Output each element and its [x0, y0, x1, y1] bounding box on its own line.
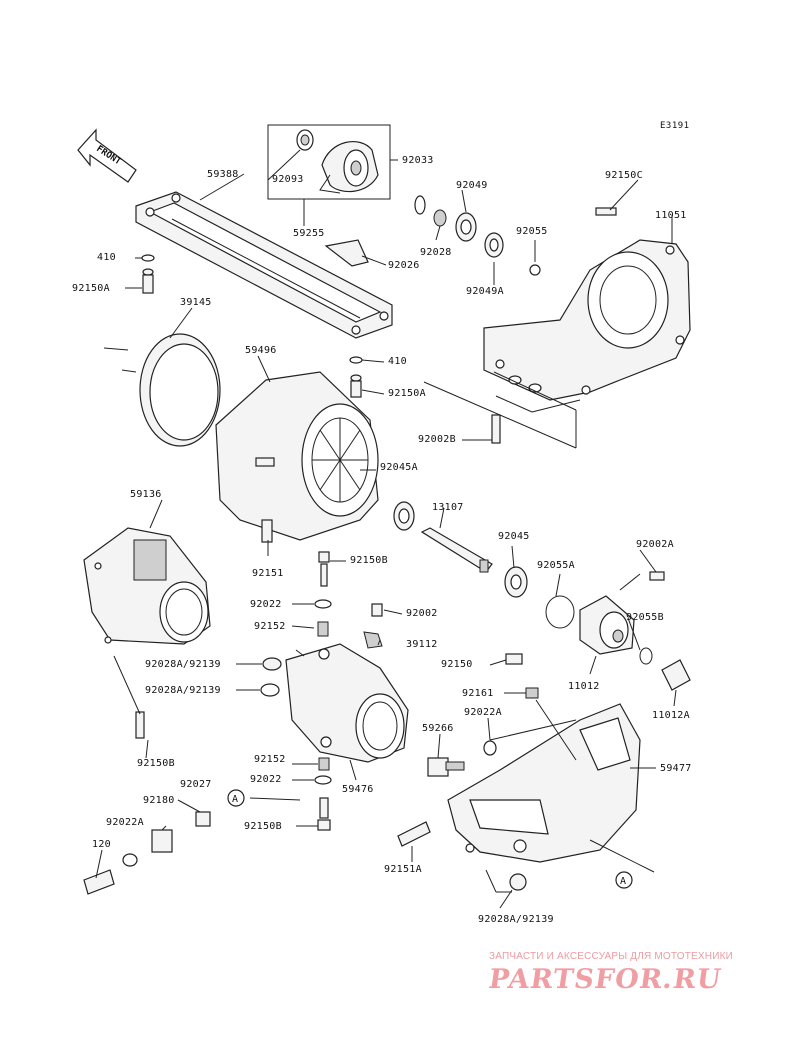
part-label-59477: 59477	[660, 763, 692, 774]
pump-housing-11051	[483, 207, 691, 401]
part-label-92151A: 92151A	[384, 864, 422, 875]
reverse-bucket-59477	[447, 703, 641, 863]
nozzle-59136	[83, 527, 211, 645]
svg-text:A: A	[620, 876, 626, 887]
part-label-11012A: 11012A	[652, 710, 690, 721]
leader-lines	[95, 149, 677, 909]
part-label-92151: 92151	[252, 568, 284, 579]
bolt-92002-group	[363, 603, 383, 649]
part-label-92022: 92022	[250, 599, 282, 610]
part-label-410-mid: 410	[388, 356, 407, 367]
washer-92028A-c	[509, 873, 527, 891]
svg-text:A: A	[232, 794, 238, 805]
bolt-92151A	[397, 821, 431, 847]
part-label-92150A-mid: 92150A	[388, 388, 426, 399]
fitting-59266	[427, 757, 465, 777]
part-label-59496: 59496	[245, 345, 277, 356]
shim-92026	[324, 239, 369, 267]
part-label-92152-low: 92152	[254, 754, 286, 765]
diagram-code: E3191	[660, 121, 690, 131]
bearing-92045A	[393, 501, 415, 531]
part-label-11051: 11051	[655, 210, 687, 221]
steering-nozzle-59476	[285, 643, 409, 763]
part-label-92055B: 92055B	[626, 612, 664, 623]
part-label-92150B-low: 92150B	[244, 821, 282, 832]
part-label-92002: 92002	[406, 608, 438, 619]
part-label-92150C: 92150C	[605, 170, 643, 181]
fitting-92150	[505, 653, 539, 699]
washer-92022A-mid	[483, 740, 497, 756]
part-label-39112: 39112	[406, 639, 438, 650]
part-label-92150A-top: 92150A	[72, 283, 110, 294]
part-label-92150B-mid: 92150B	[350, 555, 388, 566]
part-label-92033: 92033	[402, 155, 434, 166]
ring-39145	[139, 333, 221, 447]
part-label-92150: 92150	[441, 659, 473, 670]
part-label-92150B-left: 92150B	[137, 758, 175, 769]
watermark-logo: PARTSFOR.RU	[486, 964, 724, 995]
part-label-92049A: 92049A	[466, 286, 504, 297]
part-label-92045: 92045	[498, 531, 530, 542]
washer-92028A-a	[262, 657, 282, 671]
part-label-92002B: 92002B	[418, 434, 456, 445]
plate-59388	[135, 191, 393, 339]
part-label-59266: 59266	[422, 723, 454, 734]
part-label-11012: 11012	[568, 681, 600, 692]
part-label-92027: 92027	[180, 779, 212, 790]
part-label-92028A-92139-c: 92028A/92139	[478, 914, 554, 925]
part-label-92055: 92055	[516, 226, 548, 237]
shaft-13107	[420, 527, 493, 573]
part-label-92022-low: 92022	[250, 774, 282, 785]
washer-bolt-410-top	[141, 254, 155, 294]
part-label-59255: 59255	[293, 228, 325, 239]
washer-bolt-410-mid	[349, 356, 363, 398]
part-label-92049: 92049	[456, 180, 488, 191]
part-label-92161: 92161	[462, 688, 494, 699]
part-label-92093: 92093	[272, 174, 304, 185]
washer-92028A-b	[260, 683, 280, 697]
part-label-13107: 13107	[432, 502, 464, 513]
small-parts-left	[83, 811, 211, 895]
ref-marker-a-left: A	[227, 789, 245, 807]
part-label-120: 120	[92, 839, 111, 850]
part-label-92026: 92026	[388, 260, 420, 271]
part-label-92152: 92152	[254, 621, 286, 632]
front-arrow-icon: FRONT	[77, 128, 137, 183]
part-label-92180: 92180	[143, 795, 175, 806]
bearing-set-top	[414, 195, 541, 276]
watermark-subtitle: ЗАПЧАСТИ И АКСЕССУАРЫ ДЛЯ МОТОТЕХНИКИ	[489, 951, 734, 962]
ref-marker-a-right: A	[615, 871, 633, 889]
stack-lower	[314, 757, 332, 831]
bolt-92002B	[491, 414, 501, 444]
bearing-92045	[504, 566, 528, 598]
part-label-59388: 59388	[207, 169, 239, 180]
part-label-92028A-92139-a: 92028A/92139	[145, 659, 221, 670]
part-label-39145: 39145	[180, 297, 212, 308]
part-label-59136: 59136	[130, 489, 162, 500]
bolt-92150B-left	[135, 711, 145, 739]
part-label-92055A: 92055A	[537, 560, 575, 571]
part-label-410-top: 410	[97, 252, 116, 263]
bolt-92151	[261, 519, 273, 543]
part-label-92022A-mid: 92022A	[464, 707, 502, 718]
part-label-92045A: 92045A	[380, 462, 418, 473]
part-label-92028A-92139-b: 92028A/92139	[145, 685, 221, 696]
part-label-92028: 92028	[420, 247, 452, 258]
part-label-92002A: 92002A	[636, 539, 674, 550]
impeller-group	[267, 124, 391, 200]
part-label-92022A-low: 92022A	[106, 817, 144, 828]
part-label-59476: 59476	[342, 784, 374, 795]
stack-upper	[314, 551, 332, 637]
cap-11012	[545, 571, 691, 691]
pump-case-59496	[215, 371, 379, 541]
